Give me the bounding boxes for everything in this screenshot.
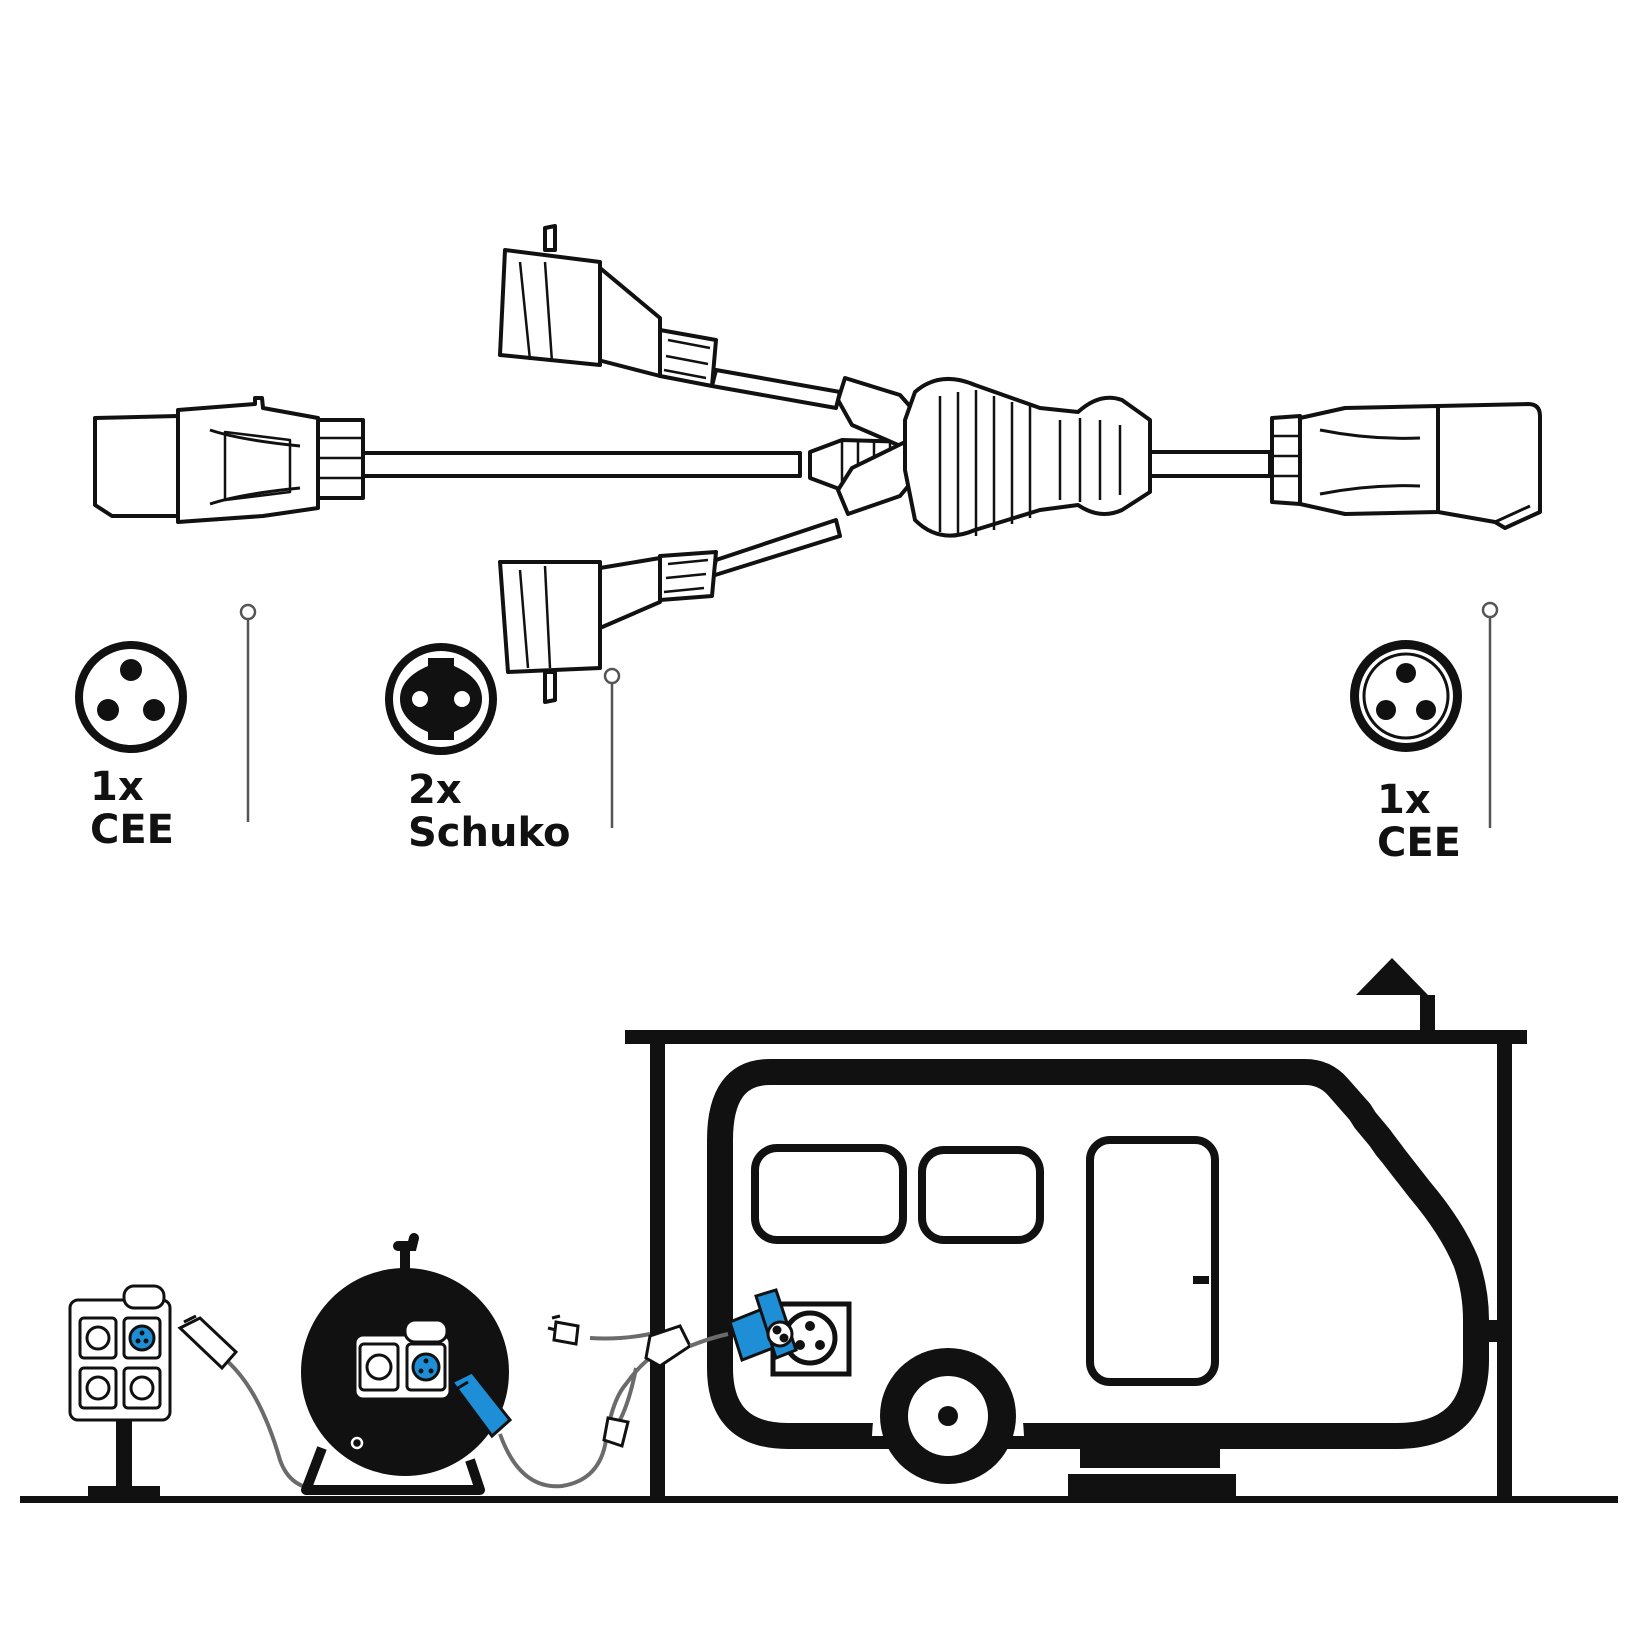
cable-reel (301, 1233, 509, 1495)
left-label-type: CEE (90, 807, 174, 853)
upper-schuko-socket (498, 224, 842, 410)
caravan-door (1086, 1136, 1219, 1386)
left-label-count: 1x (90, 764, 144, 810)
power-post (68, 1284, 172, 1496)
leader-lines (239, 601, 1499, 828)
cable-left (361, 451, 802, 478)
right-label-count: 1x (1377, 777, 1431, 823)
y-adapter-cable (93, 224, 1542, 704)
reel-blue-plug (449, 1370, 513, 1439)
ground-line (20, 1496, 1618, 1503)
splitter-hub (808, 376, 1152, 538)
caravan-window-left (751, 1144, 907, 1244)
right-label-type: CEE (1377, 820, 1461, 866)
arrow-up-icon (1356, 958, 1435, 1030)
inlet-blue-plug (728, 1288, 798, 1362)
middle-label-count: 2x (408, 767, 462, 813)
campsite-scene (20, 958, 1618, 1503)
caravan-window-middle (918, 1146, 1044, 1244)
cee-plug-icon (1350, 640, 1462, 752)
caravan (707, 1059, 1489, 1496)
cable-plug-white (177, 1314, 239, 1371)
schuko-socket-icon (385, 643, 497, 755)
left-cee-plug (93, 396, 365, 524)
cable-right (1148, 450, 1272, 478)
lower-schuko-socket (498, 518, 842, 704)
scene-splitter (547, 1314, 729, 1448)
cee-socket-icon (75, 641, 187, 753)
middle-label-type: Schuko (408, 810, 570, 856)
right-cee-socket (1270, 402, 1542, 530)
